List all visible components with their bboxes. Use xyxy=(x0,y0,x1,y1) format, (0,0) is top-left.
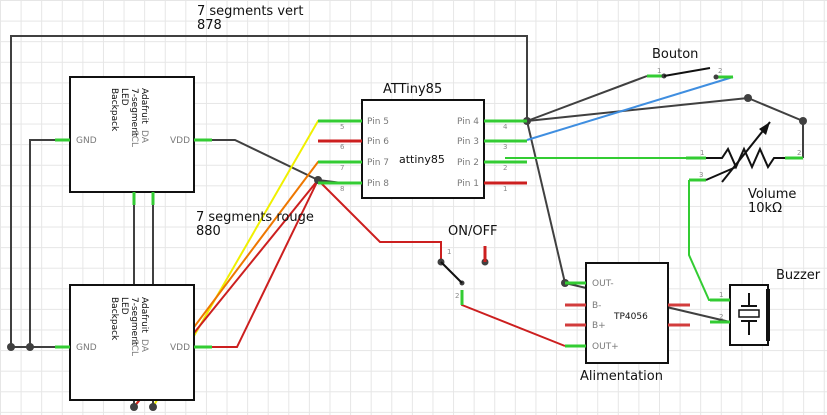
wire-top-vdd[interactable] xyxy=(195,139,319,181)
label-7seg-rouge-id: 880 xyxy=(196,224,221,239)
buzzer-component[interactable]: 1 2 xyxy=(710,284,770,346)
tp-outplus-label: OUT+ xyxy=(592,342,619,352)
backpack-title: Backpack xyxy=(109,297,119,341)
buzzer-pin-number: 1 xyxy=(719,291,723,299)
attiny-pin-number: 3 xyxy=(503,143,507,151)
label-buzzer: Buzzer xyxy=(776,268,821,283)
label-alimentation: Alimentation xyxy=(580,369,663,384)
backpack-title: Adafruit xyxy=(139,88,149,124)
tp-outminus-label: OUT- xyxy=(592,279,614,289)
label-attiny85: ATTiny85 xyxy=(383,82,442,97)
label-volume-value: 10kΩ xyxy=(748,201,782,216)
wire-switch-outplus[interactable] xyxy=(461,290,566,347)
volume-potentiometer[interactable]: 1 2 3 xyxy=(686,121,803,183)
junction-dot xyxy=(744,94,752,102)
tp4056-label: TP4056 xyxy=(613,312,648,322)
wire-pot-right[interactable] xyxy=(747,97,804,158)
attiny-pin6-label: Pin 6 xyxy=(367,137,389,147)
label-volume: Volume xyxy=(748,187,796,202)
wire-pin4-bouton[interactable] xyxy=(526,75,648,122)
junction-dot xyxy=(799,117,807,125)
backpack-scl-label: SCL xyxy=(129,339,139,356)
onoff-pin-number: 2 xyxy=(455,292,459,300)
wire-blue-pin3[interactable] xyxy=(526,76,734,141)
wire-pin4-pot[interactable] xyxy=(526,97,749,122)
junction-dot xyxy=(130,403,138,411)
junction-dot xyxy=(149,403,157,411)
pot-pin-number: 1 xyxy=(700,149,704,157)
backpack-title-sda: DA xyxy=(139,130,149,144)
bouton-pin-number: 2 xyxy=(718,67,722,75)
tp4056-module[interactable]: OUT- B- B+ OUT+ TP4056 xyxy=(565,262,690,364)
attiny-pin-number: 2 xyxy=(503,164,507,172)
pot-pin-number: 3 xyxy=(699,171,703,179)
backpack-title: LED xyxy=(119,297,129,315)
buzzer-pin-number: 2 xyxy=(719,313,723,321)
backpack-vdd-label: VDD xyxy=(170,136,190,146)
attiny85-chip[interactable]: Pin 5 Pin 6 Pin 7 Pin 8 Pin 4 Pin 3 Pin … xyxy=(318,99,527,199)
attiny-pin-number: 7 xyxy=(340,164,344,172)
attiny-pin3-label: Pin 3 xyxy=(457,137,479,147)
label-7seg-vert: 7 segments vert xyxy=(197,4,303,19)
label-bouton: Bouton xyxy=(652,47,698,62)
backpack-880[interactable]: GND VDD Adafruit DA 7-segment LED Backpa… xyxy=(55,284,212,401)
attiny-center-label: attiny85 xyxy=(399,153,445,166)
backpack-title: 7-segment xyxy=(129,88,139,137)
attiny-pin-number: 5 xyxy=(340,123,344,131)
attiny-pin1-label: Pin 1 xyxy=(457,179,479,189)
wire-top-loop[interactable] xyxy=(10,35,528,347)
wire-bottom-vdd[interactable] xyxy=(195,179,319,348)
attiny-pin2-label: Pin 2 xyxy=(457,158,479,168)
attiny-pin5-label: Pin 5 xyxy=(367,117,389,127)
label-7seg-rouge: 7 segments rouge xyxy=(196,210,314,225)
backpack-title: 7-segment xyxy=(129,297,139,346)
wire-green-buzzer[interactable] xyxy=(688,180,730,301)
junction-dot xyxy=(26,343,34,351)
attiny-pin-number: 6 xyxy=(340,143,345,151)
attiny-pin8-label: Pin 8 xyxy=(367,179,389,189)
backpack-vdd-label: VDD xyxy=(170,343,190,353)
pot-pin-number: 2 xyxy=(797,149,801,157)
backpack-scl-label: SCL xyxy=(129,130,139,147)
backpack-gnd-label: GND xyxy=(76,136,97,146)
attiny-pin-number: 4 xyxy=(503,123,508,131)
attiny-pin-number: 1 xyxy=(503,185,507,193)
bouton-pin-number: 1 xyxy=(657,67,661,75)
wire-top-gnd[interactable] xyxy=(29,139,70,347)
junction-dot xyxy=(7,343,15,351)
attiny-pin4-label: Pin 4 xyxy=(457,117,479,127)
onoff-pin-number: 1 xyxy=(447,248,451,256)
label-7seg-vert-id: 878 xyxy=(197,18,222,33)
tp-bminus-label: B- xyxy=(592,301,601,311)
tp-bplus-label: B+ xyxy=(592,321,606,331)
wire-pin4-outminus[interactable] xyxy=(526,120,566,284)
attiny-pin7-label: Pin 7 xyxy=(367,158,389,168)
backpack-title: Backpack xyxy=(109,88,119,132)
backpack-878[interactable]: GND VDD Adafruit DA 7-segment LED Backpa… xyxy=(55,76,212,205)
label-onoff: ON/OFF xyxy=(448,224,498,239)
backpack-title-sda: DA xyxy=(139,339,149,353)
backpack-gnd-label: GND xyxy=(76,343,97,353)
attiny-pin-number: 8 xyxy=(340,185,344,193)
bouton-switch[interactable]: 1 2 xyxy=(647,67,733,80)
backpack-title: LED xyxy=(119,88,129,106)
onoff-switch[interactable]: 1 2 xyxy=(440,246,487,305)
wire-pin8-switch[interactable] xyxy=(317,179,442,262)
backpack-title: Adafruit xyxy=(139,297,149,333)
